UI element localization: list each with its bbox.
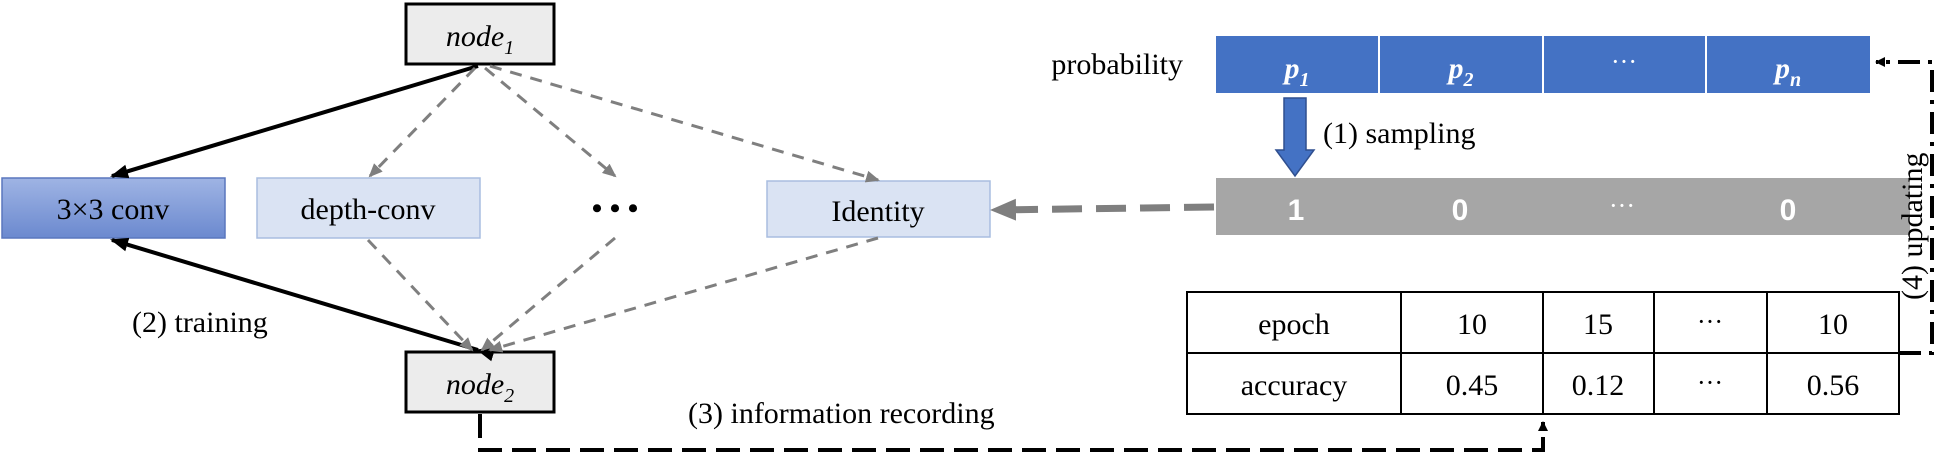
ops-ellipsis: • • • bbox=[592, 192, 639, 225]
sample-vector: 1 0 ··· 0 bbox=[1216, 178, 1910, 235]
label-updating: (4) updating bbox=[1896, 153, 1929, 300]
op-depth-conv-label: depth-conv bbox=[301, 193, 436, 226]
table-cell-epoch-n: 10 bbox=[1818, 308, 1848, 341]
label-training: (2) training bbox=[132, 306, 268, 339]
op-identity-label: Identity bbox=[831, 195, 924, 228]
node-2-box: node2 bbox=[404, 350, 556, 414]
table-cell-accuracy-n: 0.56 bbox=[1807, 369, 1860, 402]
table-cell-epoch-1: 10 bbox=[1457, 308, 1487, 341]
training-arrow-to-conv-bottom bbox=[110, 237, 496, 362]
prob-cell-n: pn bbox=[1772, 52, 1801, 91]
op-identity: Identity bbox=[766, 180, 991, 238]
sample-cell-1: 1 bbox=[1288, 194, 1305, 227]
node-1-box: node1 bbox=[404, 2, 556, 66]
selection-arrow bbox=[990, 198, 1215, 221]
sampling-arrow bbox=[1274, 97, 1316, 178]
table-cell-epoch-2: 15 bbox=[1583, 308, 1613, 341]
table-cell-accuracy-ellipsis: ··· bbox=[1697, 368, 1723, 397]
table-row-label-accuracy: accuracy bbox=[1241, 369, 1348, 402]
recording-arrow bbox=[478, 414, 1548, 452]
record-table: epoch 10 15 ··· 10 accuracy 0.45 0.12 ··… bbox=[1186, 291, 1900, 415]
op-3x3-conv-label: 3×3 conv bbox=[57, 193, 170, 226]
table-row-label-epoch: epoch bbox=[1258, 308, 1330, 341]
probability-vector: p1 p2 ··· pn bbox=[1216, 36, 1870, 93]
table-cell-accuracy-2: 0.12 bbox=[1572, 369, 1625, 402]
candidate-edges-node1 bbox=[368, 64, 880, 183]
label-recording: (3) information recording bbox=[688, 397, 995, 430]
op-depth-conv: depth-conv bbox=[256, 177, 481, 239]
node-2-label: node2 bbox=[446, 368, 514, 407]
label-sampling: (1) sampling bbox=[1323, 117, 1475, 150]
sample-cell-ellipsis: ··· bbox=[1609, 191, 1635, 220]
table-cell-accuracy-1: 0.45 bbox=[1446, 369, 1499, 402]
sample-cell-2: 0 bbox=[1452, 194, 1469, 227]
updating-arrow bbox=[1875, 57, 1934, 355]
candidate-edges-node2 bbox=[366, 236, 879, 353]
label-probability: probability bbox=[1051, 48, 1183, 81]
prob-cell-ellipsis: ··· bbox=[1611, 47, 1637, 76]
sample-cell-n: 0 bbox=[1780, 194, 1797, 227]
op-3x3-conv: 3×3 conv bbox=[1, 177, 226, 239]
prob-cell-2: p2 bbox=[1446, 52, 1474, 91]
prob-cell-1: p1 bbox=[1282, 52, 1310, 91]
training-arrow-to-conv-top bbox=[110, 64, 479, 179]
table-cell-epoch-ellipsis: ··· bbox=[1697, 307, 1723, 336]
node-1-label: node1 bbox=[446, 20, 514, 59]
